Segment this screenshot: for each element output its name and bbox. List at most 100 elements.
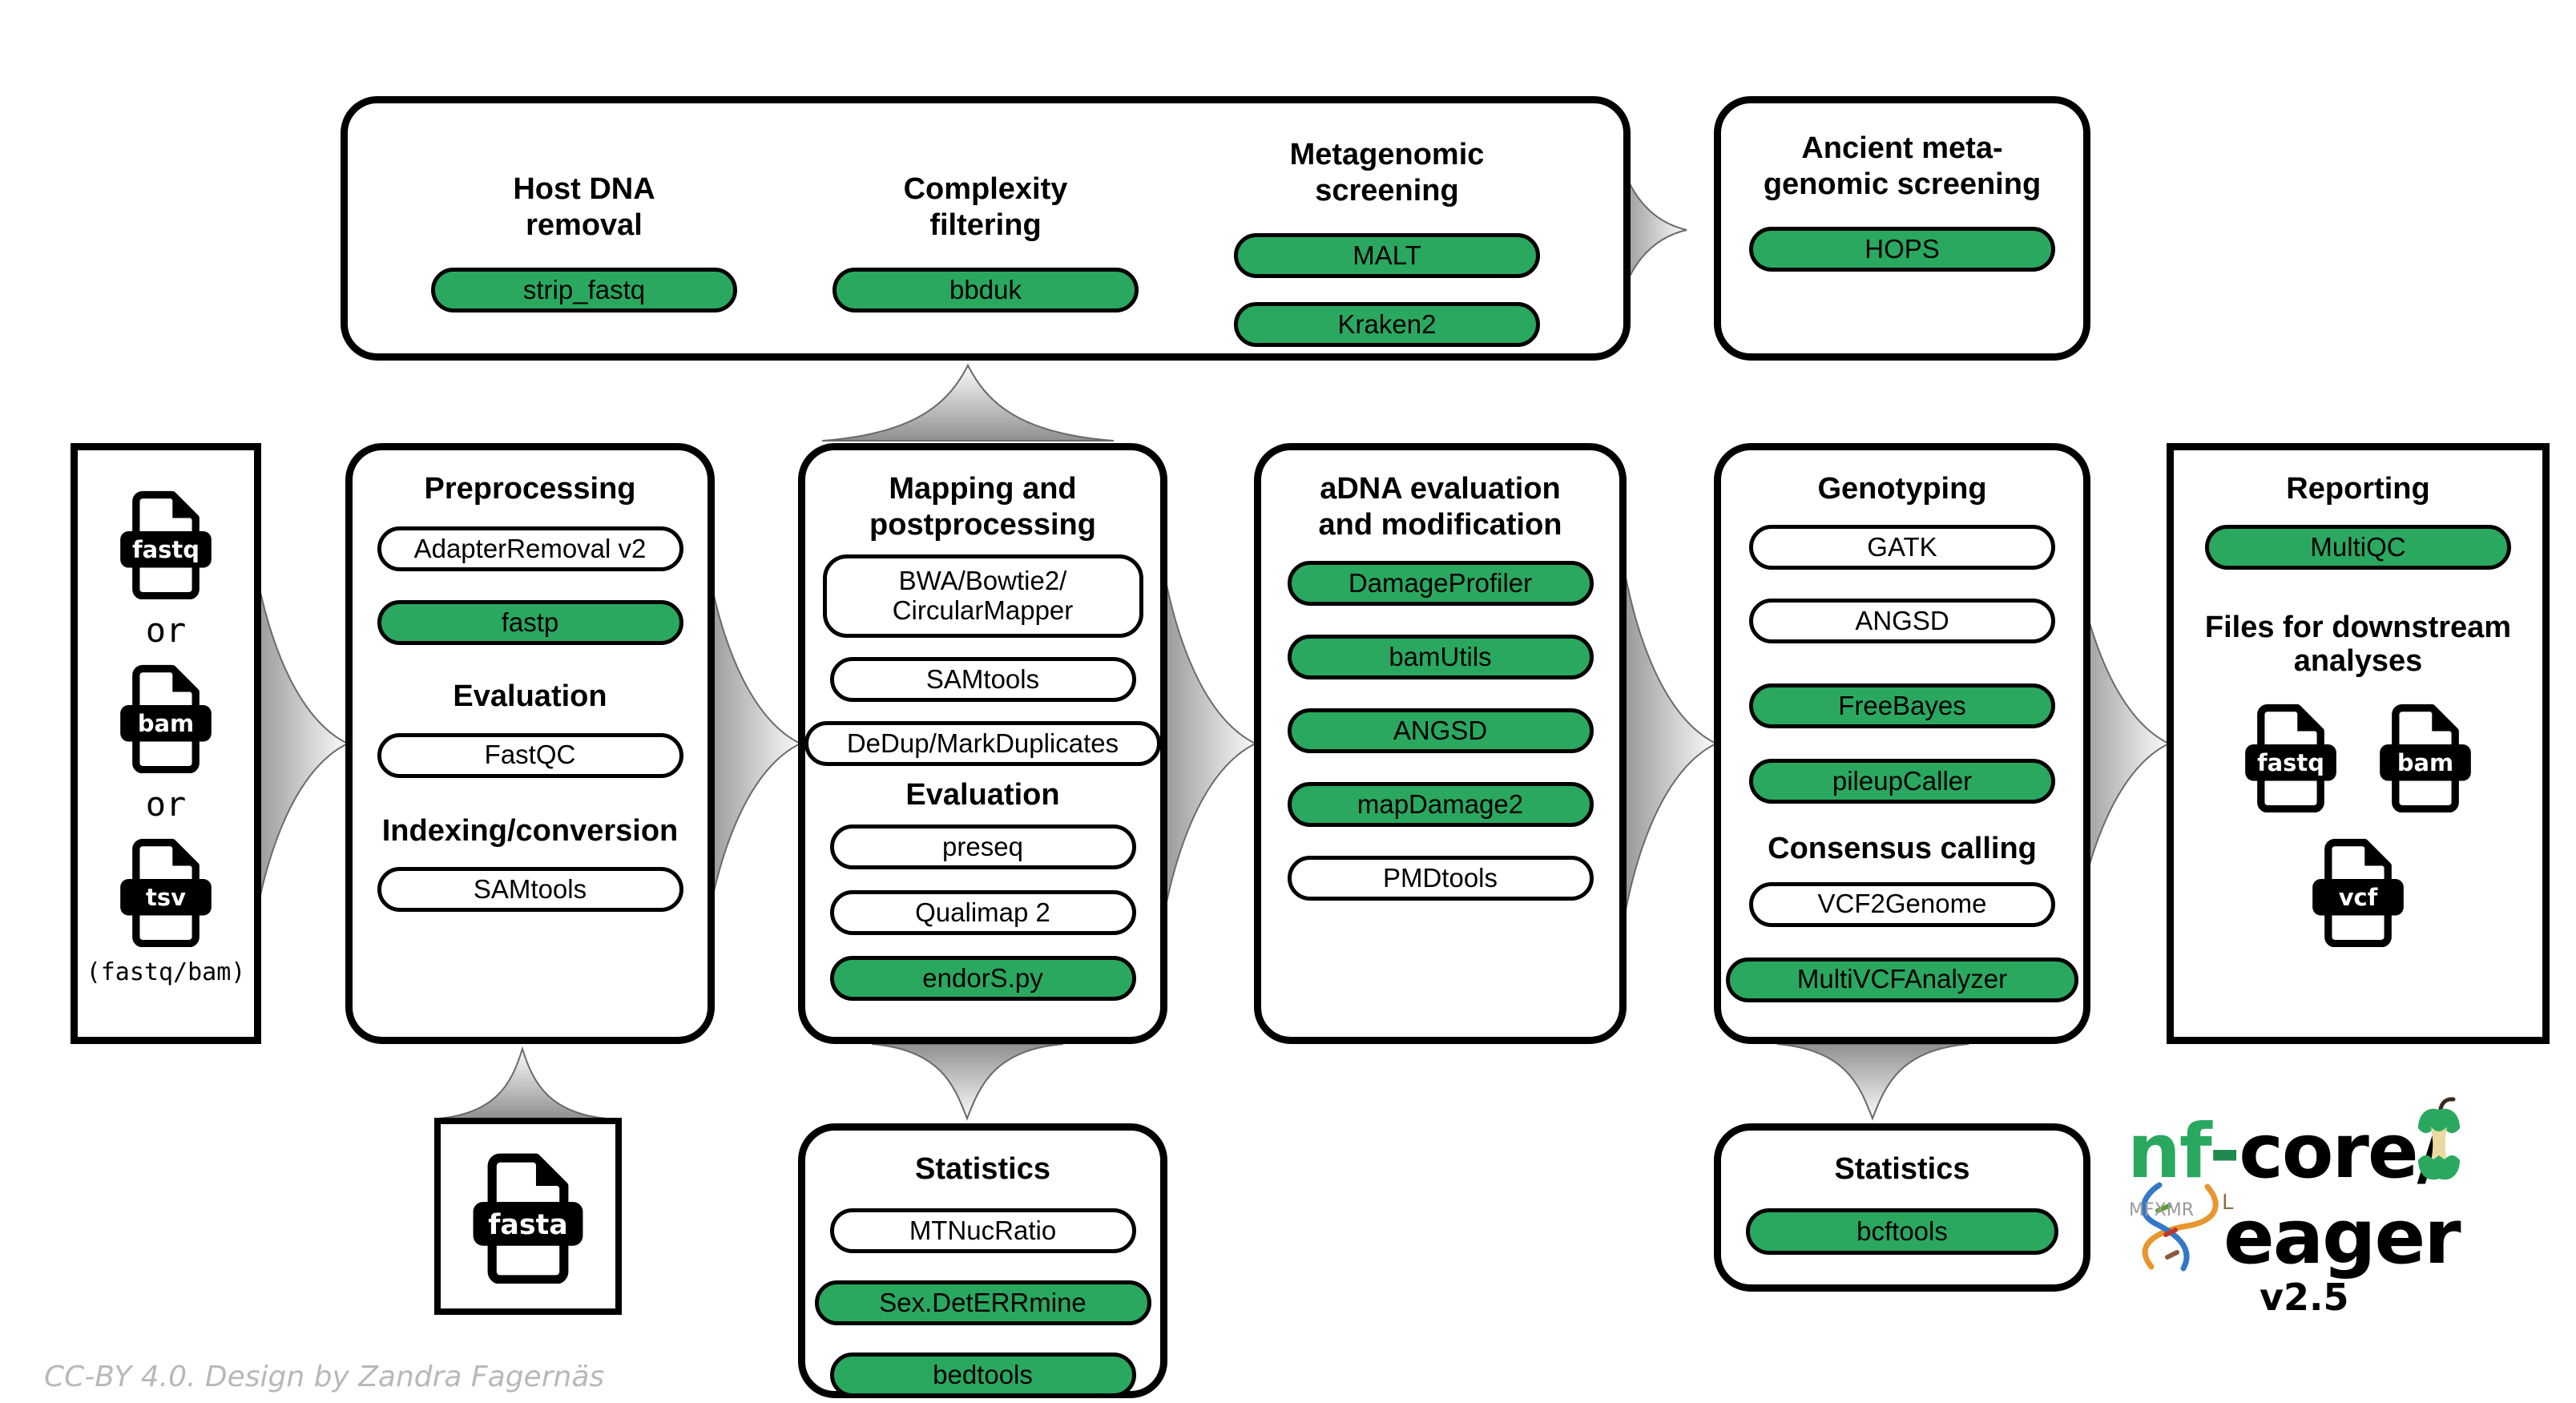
tool-pill-mtnucratio: MTNucRatio — [829, 1207, 1136, 1253]
or-label: or — [145, 784, 187, 824]
logo-core-text: core/ — [2239, 1108, 2445, 1195]
tool-pill-hops: HOPS — [1749, 226, 2055, 272]
flow-arrow-mapping-to-adna-icon — [1155, 514, 1258, 974]
title-line: and modification — [1318, 507, 1562, 542]
fastq-file-icon: fastq — [2245, 704, 2336, 813]
screening-box: Host DNA removal strip_fastq Complexity … — [341, 96, 1631, 361]
tool-pill-fastqc: FastQC — [377, 732, 683, 778]
flow-arrow-mapping-to-statistics-icon — [871, 1043, 1064, 1121]
fasta-file-icon: fasta — [473, 1153, 583, 1284]
logo-nf-text: nf — [2127, 1108, 2211, 1195]
dna-helix-icon: MFXMR L — [2129, 1182, 2234, 1272]
flow-arrow-input-to-preprocessing-icon — [247, 514, 350, 974]
flow-arrow-fasta-to-preprocessing-icon — [438, 1046, 607, 1119]
license-credit: CC-BY 4.0. Design by Zandra Fagernäs — [44, 1361, 605, 1393]
section-title: Preprocessing — [424, 472, 636, 506]
logo-hyphen: - — [2209, 1108, 2240, 1195]
title-line: screening — [1315, 174, 1459, 208]
section-title: Host DNA removal — [513, 171, 655, 244]
fasta-reference-box: fasta — [434, 1118, 622, 1315]
tool-pill-bedtools: bedtools — [829, 1352, 1136, 1397]
statistics-mapping-box: Statistics MTNucRatio Sex.DetERRmine bed… — [798, 1123, 1167, 1398]
tool-pill-fastp: fastp — [377, 599, 683, 645]
pill-line: CircularMapper — [892, 595, 1074, 625]
nfcore-wordmark: nf-core/ — [2127, 1108, 2445, 1195]
file-badge-label: fasta — [488, 1209, 568, 1241]
tool-pill-kraken2: Kraken2 — [1234, 301, 1540, 347]
subsection-title-consensus: Consensus calling — [1768, 831, 2037, 865]
output-files-row: fastq bam — [2241, 700, 2475, 813]
title-line: filtering — [929, 208, 1042, 242]
flow-arrow-adna-to-genotyping-icon — [1615, 514, 1719, 974]
flow-arrow-mapping-to-screening-icon — [821, 363, 1115, 441]
ancient-screening-box: Ancient meta- genomic screening HOPS — [1714, 96, 2090, 361]
apple-core-icon — [2418, 1097, 2460, 1180]
tool-pill-sexdeterrmine: Sex.DetERRmine — [814, 1280, 1151, 1325]
section-title: Reporting — [2286, 472, 2430, 506]
tool-pill-damageprofiler: DamageProfiler — [1287, 560, 1594, 606]
section-title: Complexity filtering — [904, 171, 1068, 244]
tool-pill-malt: MALT — [1234, 232, 1540, 278]
title-line: Host DNA — [513, 172, 655, 207]
section-title: Metagenomic screening — [1290, 137, 1485, 209]
tsv-file-icon: tsv — [120, 838, 212, 947]
section-title: aDNA evaluation and modification — [1319, 471, 1562, 543]
section-title: Genotyping — [1817, 472, 1987, 506]
tool-pill-strip-fastq: strip_fastq — [431, 267, 737, 312]
flow-arrow-genotyping-to-statistics-icon — [1776, 1043, 1969, 1121]
version-label: v2.5 — [2260, 1276, 2349, 1319]
subsection-title-indexing: Indexing/conversion — [381, 813, 679, 848]
section-title: Mapping and postprocessing — [869, 471, 1096, 543]
genotyping-box: Genotyping GATK ANGSD FreeBayes pileupCa… — [1714, 443, 2090, 1044]
pill-line: BWA/Bowtie2/ — [898, 566, 1067, 596]
complexity-filtering-column: Complexity filtering bbduk — [793, 144, 1178, 312]
file-badge-label: bam — [2397, 750, 2453, 777]
subsection-title-evaluation: Evaluation — [453, 679, 607, 713]
or-label: or — [145, 611, 187, 650]
file-badge-label: fastq — [2257, 750, 2324, 777]
tool-pill-preseq: preseq — [829, 824, 1136, 870]
title-line: aDNA evaluation — [1320, 472, 1561, 506]
title-line: Metagenomic — [1289, 138, 1485, 172]
tool-pill-bcftools: bcftools — [1746, 1207, 2058, 1255]
section-title: Statistics — [1834, 1152, 1970, 1186]
title-line: removal — [526, 208, 643, 242]
input-files-box: fastq or bam or tsv (fastq/bam) — [71, 443, 261, 1044]
fastq-file-icon: fastq — [120, 490, 212, 599]
tool-pill-dedup: DeDup/MarkDuplicates — [804, 720, 1161, 766]
mapping-box: Mapping and postprocessing BWA/Bowtie2/ … — [798, 443, 1167, 1044]
tool-pill-multivcfanalyzer: MultiVCFAnalyzer — [1726, 957, 2078, 1002]
bam-file-icon: bam — [2380, 704, 2471, 813]
title-line: analyses — [2293, 643, 2423, 678]
subsection-title-evaluation: Evaluation — [905, 777, 1060, 812]
title-line: Ancient meta- — [1801, 131, 2003, 165]
title-line: Files for downstream — [2204, 610, 2512, 644]
eager-wordmark: eager — [2223, 1194, 2461, 1281]
tool-pill-adapterremoval: AdapterRemoval v2 — [377, 526, 683, 571]
section-title: Statistics — [915, 1152, 1050, 1186]
tool-pill-bamutils: bamUtils — [1287, 634, 1594, 679]
statistics-genotyping-box: Statistics bcftools — [1714, 1123, 2090, 1292]
tool-pill-endors: endorS.py — [829, 956, 1136, 1002]
tool-pill-angsd: ANGSD — [1287, 708, 1594, 753]
rune-text: MFXMR — [2129, 1200, 2194, 1220]
adna-evaluation-box: aDNA evaluation and modification DamageP… — [1254, 443, 1627, 1044]
title-line: genomic screening — [1763, 167, 2042, 201]
tool-pill-samtools: SAMtools — [377, 867, 683, 913]
tool-pill-qualimap: Qualimap 2 — [829, 890, 1136, 936]
input-format-caption: (fastq/bam) — [86, 958, 246, 986]
metagenomic-screening-column: Metagenomic screening MALT Kraken2 — [1195, 110, 1579, 347]
file-badge-label: vcf — [2339, 885, 2378, 912]
file-badge-label: tsv — [146, 884, 186, 911]
tool-pill-freebayes: FreeBayes — [1749, 683, 2055, 728]
title-line: Complexity — [903, 172, 1068, 207]
subsection-title-downstream: Files for downstream analyses — [2205, 611, 2511, 679]
title-line: Mapping and — [889, 472, 1077, 506]
host-dna-removal-column: Host DNA removal strip_fastq — [392, 144, 776, 312]
tool-pill-multiqc: MultiQC — [2205, 524, 2511, 570]
tool-pill-bbduk: bbduk — [832, 267, 1139, 312]
tool-pill-samtools: SAMtools — [829, 656, 1136, 702]
tool-pill-vcf2genome: VCF2Genome — [1749, 881, 2055, 927]
title-line: postprocessing — [869, 507, 1096, 542]
reporting-box: Reporting MultiQC Files for downstream a… — [2167, 443, 2550, 1044]
